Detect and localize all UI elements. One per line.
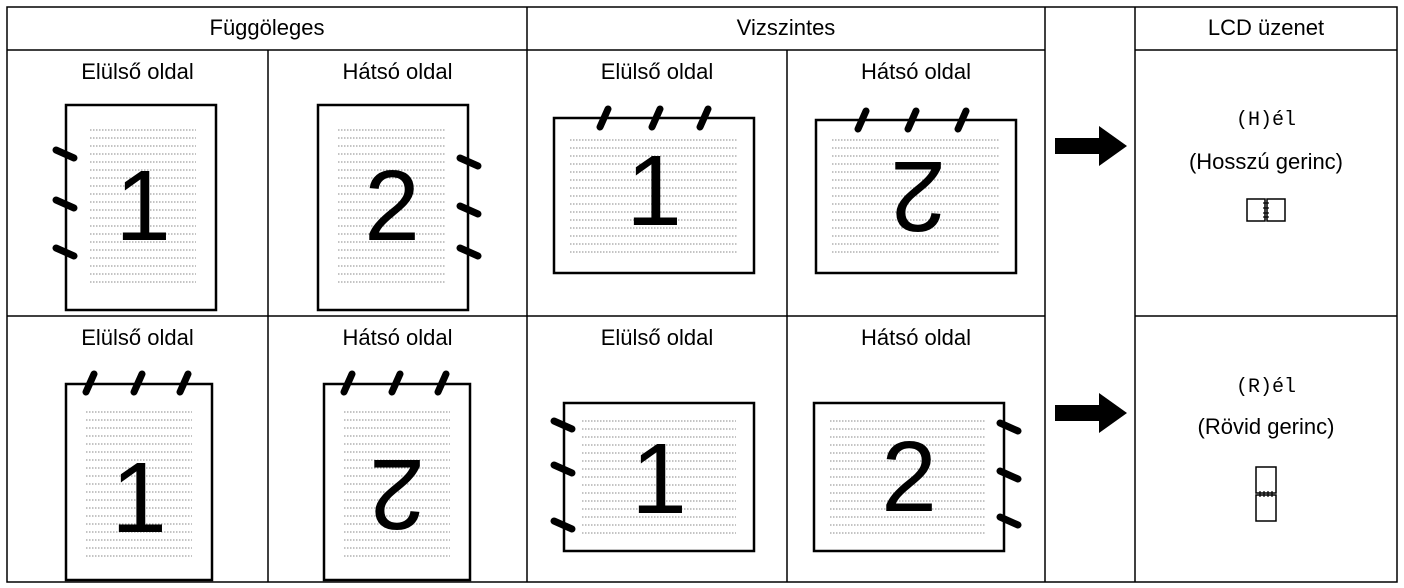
header-vertical: Függöleges: [209, 15, 325, 40]
spiral-binding-icon: [82, 370, 192, 396]
lcd-code-short-edge: (R)él: [1235, 376, 1296, 399]
svg-text:1: 1: [111, 442, 167, 554]
spiral-binding-icon: [596, 105, 712, 131]
spiral-binding-icon: [996, 419, 1022, 529]
row2-label-front-horizontal: Elülső oldal: [600, 325, 714, 350]
page-front-landscape-left-binding: 1: [550, 401, 756, 553]
svg-text:1: 1: [115, 150, 171, 262]
row2-label-front-vertical: Elülső oldal: [81, 325, 194, 350]
svg-text:2: 2: [369, 438, 425, 550]
lcd-code-long-edge: (H)él: [1235, 109, 1296, 132]
page-front-portrait-top-binding: 1: [64, 370, 214, 582]
row1-label-front-horizontal: Elülső oldal: [600, 59, 714, 84]
lcd-desc-long-edge: (Hosszú gerinc): [1188, 149, 1344, 174]
row2-label-back-horizontal: Hátsó oldal: [860, 325, 972, 350]
row2-label-back-vertical: Hátsó oldal: [342, 325, 453, 350]
row1-label-front-vertical: Elülső oldal: [81, 59, 194, 84]
spiral-binding-icon: [456, 154, 482, 260]
row1-label-back-horizontal: Hátsó oldal: [860, 59, 972, 84]
svg-text:2: 2: [364, 150, 420, 262]
page-back-portrait-right-binding: 2: [316, 103, 482, 312]
page-back-portrait-top-binding: 2: [322, 370, 472, 582]
svg-text:1: 1: [631, 423, 687, 535]
svg-text:2: 2: [890, 140, 946, 252]
page-front-landscape-top-binding: 1: [552, 105, 756, 275]
lcd-desc-short-edge: (Rövid gerinc): [1197, 414, 1335, 439]
row1-label-back-vertical: Hátsó oldal: [342, 59, 453, 84]
svg-text:1: 1: [626, 135, 682, 247]
arrow-right-icon: [1055, 126, 1127, 166]
spiral-binding-icon: [340, 370, 450, 396]
spiral-binding-icon: [52, 146, 78, 260]
spiral-binding-icon: [854, 107, 970, 133]
arrow-right-icon: [1055, 393, 1127, 433]
page-front-portrait-left-binding: 1: [52, 103, 218, 312]
svg-text:2: 2: [881, 421, 937, 533]
header-horizontal: Vizszintes: [736, 15, 836, 40]
spiral-binding-icon: [550, 417, 576, 533]
long-edge-binding-icon: [1246, 198, 1286, 222]
page-back-landscape-right-binding: 2: [812, 401, 1022, 553]
header-lcd: LCD üzenet: [1207, 15, 1325, 40]
page-back-landscape-top-binding: 2: [814, 107, 1018, 275]
short-edge-binding-icon: [1255, 466, 1277, 522]
